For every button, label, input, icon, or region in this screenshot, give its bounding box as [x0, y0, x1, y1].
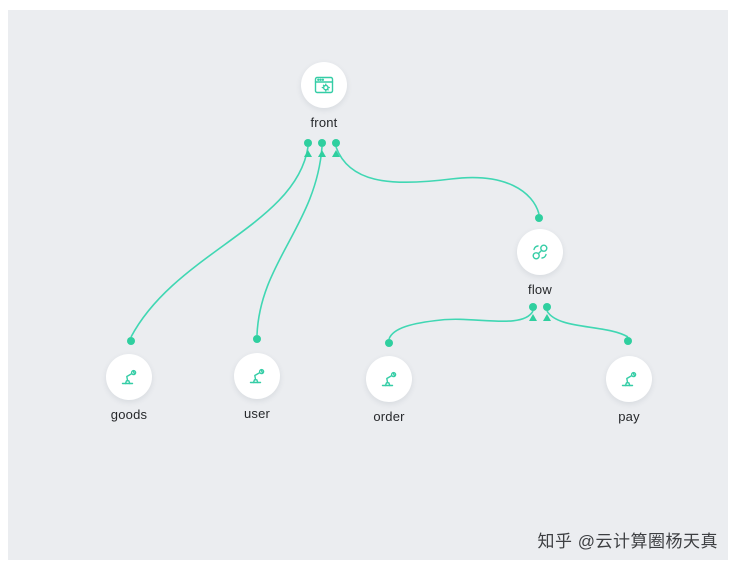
node-order-label: order: [373, 409, 405, 424]
diagram-canvas[interactable]: [8, 10, 728, 560]
robot-arm-icon: [245, 364, 269, 388]
node-pay-circle[interactable]: [606, 356, 652, 402]
node-user[interactable]: user: [211, 353, 303, 421]
node-front[interactable]: front: [278, 62, 370, 130]
node-front-label: front: [310, 115, 338, 130]
node-user-circle[interactable]: [234, 353, 280, 399]
robot-arm-icon: [117, 365, 141, 389]
node-goods[interactable]: goods: [83, 354, 175, 422]
browser-gear-icon: [312, 73, 336, 97]
node-pay-label: pay: [618, 409, 640, 424]
watermark-text: 知乎 @云计算圈杨天真: [537, 532, 718, 551]
node-user-label: user: [243, 406, 271, 421]
node-order[interactable]: order: [343, 356, 435, 424]
node-flow-circle[interactable]: [517, 229, 563, 275]
linked-nodes-icon: [528, 240, 552, 264]
node-flow-label: flow: [528, 282, 552, 297]
node-goods-label: goods: [110, 407, 148, 422]
node-goods-circle[interactable]: [106, 354, 152, 400]
node-pay[interactable]: pay: [583, 356, 675, 424]
node-order-circle[interactable]: [366, 356, 412, 402]
robot-arm-icon: [377, 367, 401, 391]
node-front-circle[interactable]: [301, 62, 347, 108]
robot-arm-icon: [617, 367, 641, 391]
node-flow[interactable]: flow: [494, 229, 586, 297]
